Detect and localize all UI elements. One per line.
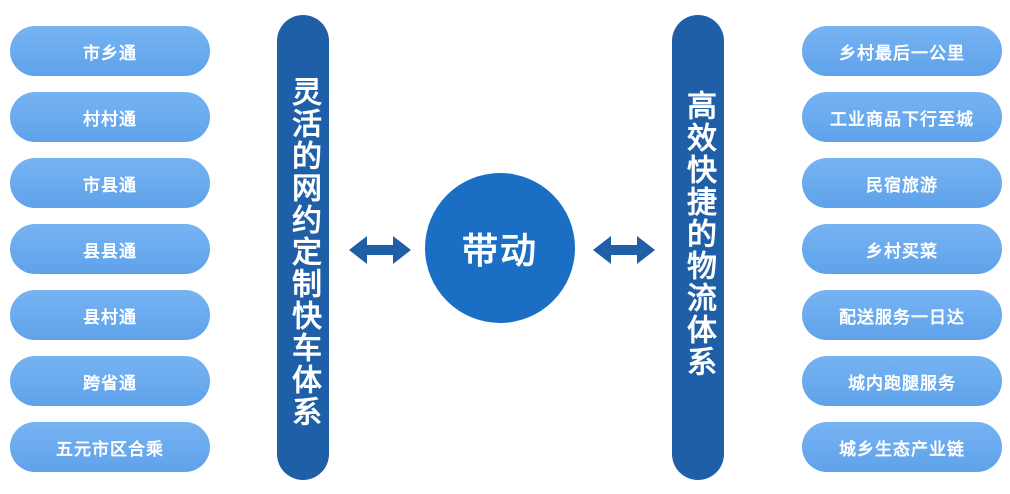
double-arrow-icon <box>349 236 411 264</box>
left-item-5: 县村通 <box>10 290 210 340</box>
left-item-4: 县县通 <box>10 224 210 274</box>
left-item-1: 市乡通 <box>10 26 210 76</box>
right-item-2: 工业商品下行至城 <box>802 92 1002 142</box>
left-item-3: 市县通 <box>10 158 210 208</box>
right-item-3: 民宿旅游 <box>802 158 1002 208</box>
left-system-label: 灵活的网约定制快车体系 <box>286 75 321 428</box>
double-arrow-icon <box>593 236 655 264</box>
center-hub: 带动 <box>425 173 575 323</box>
right-system-bar: 高效快捷的物流体系 <box>672 15 724 480</box>
left-item-2: 村村通 <box>10 92 210 142</box>
right-system-label: 高效快捷的物流体系 <box>681 90 716 378</box>
left-system-bar: 灵活的网约定制快车体系 <box>277 15 329 480</box>
right-item-7: 城乡生态产业链 <box>802 422 1002 472</box>
right-item-1: 乡村最后一公里 <box>802 26 1002 76</box>
right-item-5: 配送服务一日达 <box>802 290 1002 340</box>
left-item-7: 五元市区合乘 <box>10 422 210 472</box>
left-item-6: 跨省通 <box>10 356 210 406</box>
right-item-6: 城内跑腿服务 <box>802 356 1002 406</box>
right-item-4: 乡村买菜 <box>802 224 1002 274</box>
center-hub-label: 带动 <box>461 231 538 272</box>
